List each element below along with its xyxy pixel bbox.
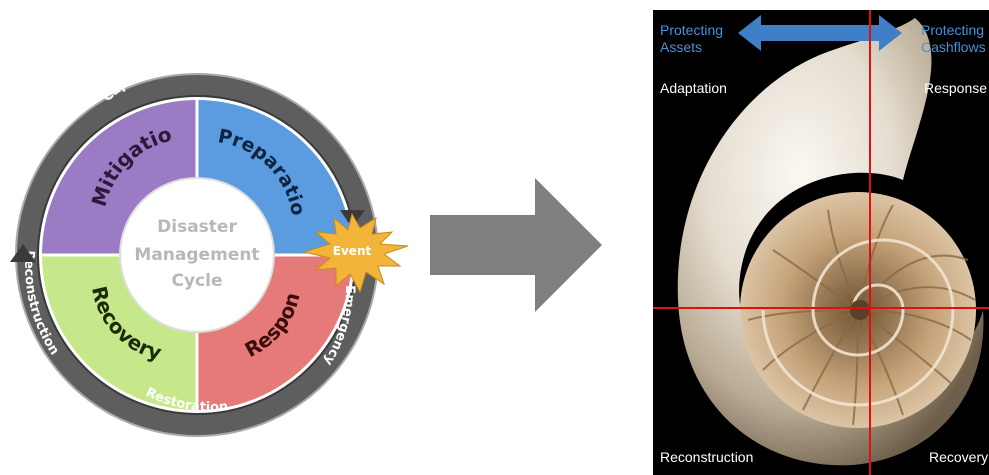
center-line3: Cycle bbox=[172, 271, 223, 291]
event-label: Event bbox=[333, 244, 372, 258]
center-line1: Disaster bbox=[157, 217, 237, 237]
protecting-cashflows-label: Protecting Cashflows bbox=[921, 22, 986, 56]
nautilus-panel: Protecting Assets Protecting Cashflows A… bbox=[653, 10, 989, 475]
disaster-management-cycle-diagram: Disaster Management Cycle Mitigation Pre… bbox=[0, 0, 420, 475]
vertical-axis-line bbox=[869, 10, 871, 475]
horizontal-axis-line bbox=[653, 307, 989, 309]
protecting-assets-label: Protecting Assets bbox=[660, 22, 723, 56]
transition-arrow-icon bbox=[420, 175, 605, 315]
adaptation-label: Adaptation bbox=[660, 80, 727, 97]
response-label: Response bbox=[924, 80, 987, 97]
recovery-label: Recovery bbox=[929, 449, 988, 466]
center-line2: Management bbox=[134, 245, 259, 265]
reconstruction-label: Reconstruction bbox=[660, 449, 753, 466]
